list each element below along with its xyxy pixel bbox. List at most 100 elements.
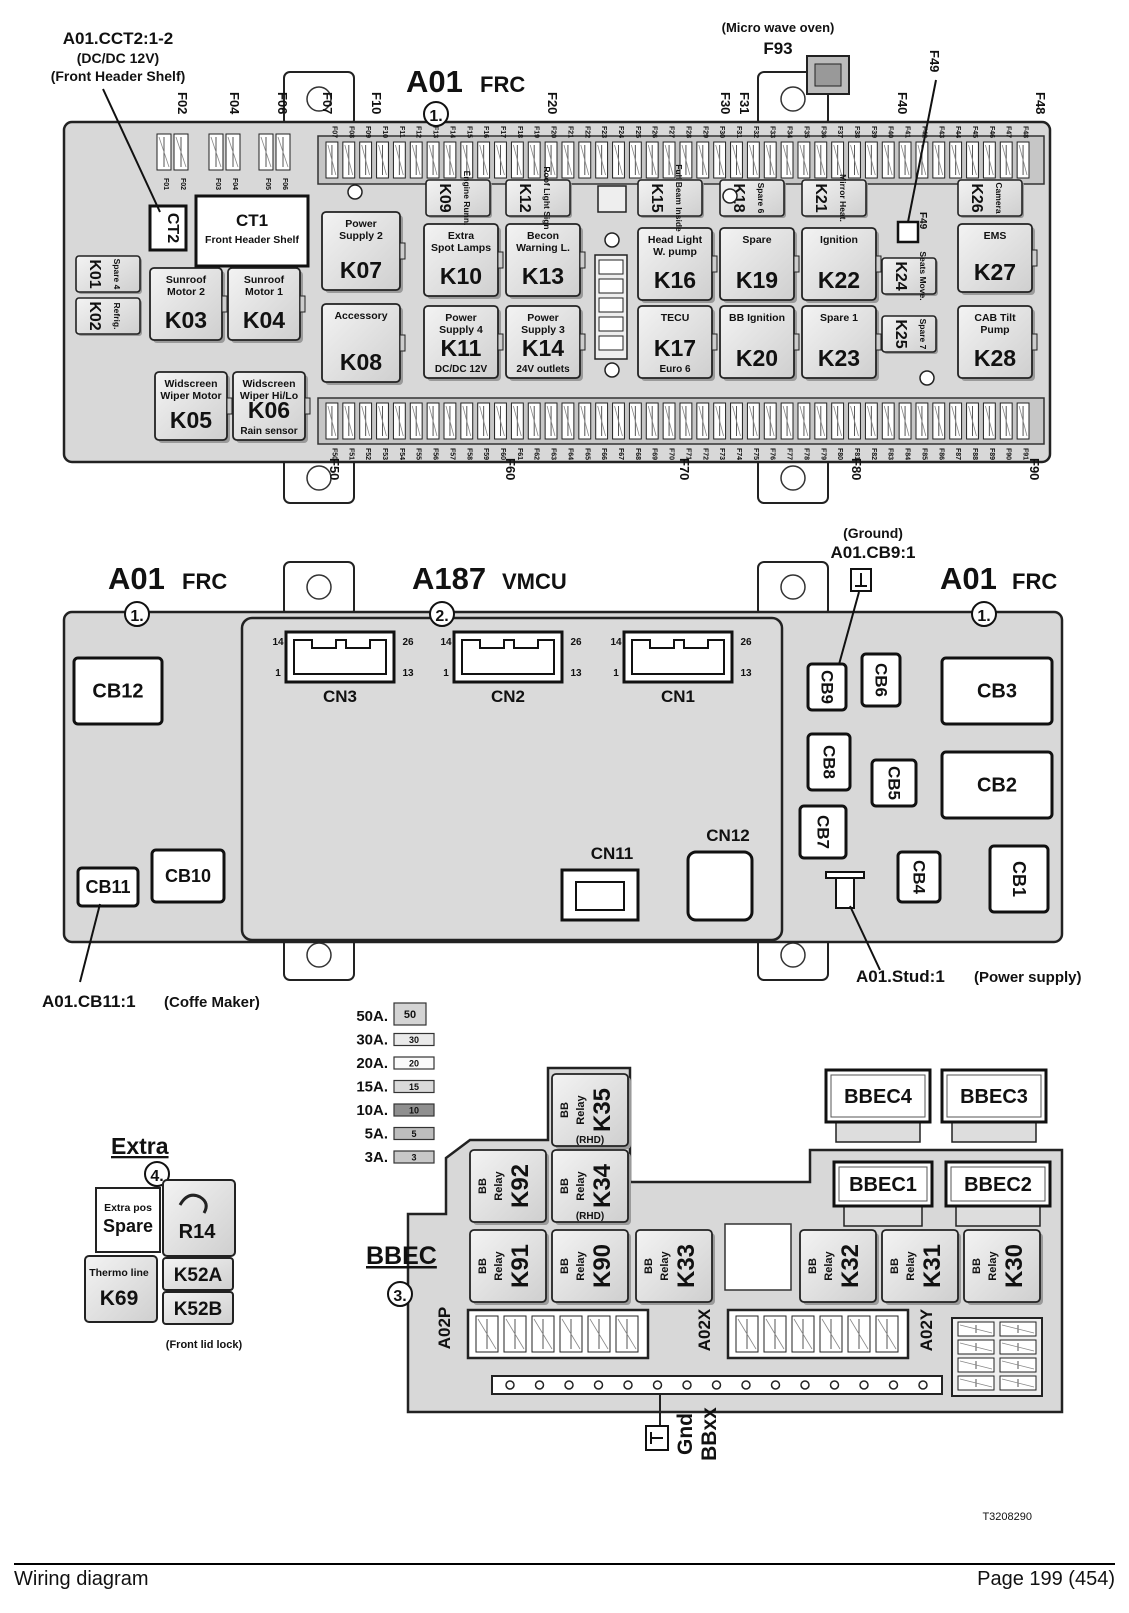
extra-section: Extra 4. Extra pos Spare R14 Thermo line… — [84, 1133, 243, 1351]
fuse-number-label: F69 — [651, 448, 658, 460]
fuse-slot — [1016, 402, 1030, 440]
relay-code: K03 — [165, 307, 207, 333]
bbec-title: BBEC — [366, 1242, 437, 1270]
cn3-label: CN3 — [323, 687, 357, 706]
bbec-marker: 3. — [393, 1288, 406, 1305]
bbec2-label: BBEC2 — [964, 1174, 1032, 1196]
fuse-slot — [746, 141, 760, 179]
fuse-slot — [612, 141, 625, 179]
screw-icon — [604, 232, 620, 248]
k52a-code: K52A — [174, 1265, 223, 1286]
fuse-slot — [999, 402, 1013, 440]
fuse-number-label: F80 — [836, 448, 843, 460]
fuse-number-label: F82 — [870, 448, 877, 460]
relay-desc: Refrig. — [112, 303, 122, 330]
fuse-number-label: F22 — [583, 126, 590, 138]
relay-desc: Engine Runn. — [462, 171, 472, 226]
fuse-slot — [392, 141, 406, 179]
marker-circle — [429, 601, 455, 627]
legend-chip-text: 5 — [411, 1129, 416, 1139]
relay-code: K19 — [736, 267, 778, 293]
fuse-number-label: F16 — [482, 126, 489, 138]
legend-chip-text: 50 — [404, 1009, 416, 1021]
relay-desc: Spare 1 — [820, 312, 858, 324]
fuse-number-label: F78 — [802, 448, 809, 460]
fuse-number-label: F09 — [364, 126, 371, 138]
fuse-slot — [325, 402, 339, 440]
a02y-label: A02Y — [917, 1308, 936, 1351]
relay-desc: BB — [559, 1102, 571, 1118]
fuse-number-label: F60 — [499, 448, 506, 460]
fuse-number-label: F89 — [988, 448, 995, 460]
bus-hole — [564, 1380, 574, 1390]
strip-fuse — [791, 1315, 815, 1353]
fuse-slot — [612, 402, 625, 440]
fuse-slot — [696, 402, 710, 440]
ct2-code: CT2 — [164, 213, 181, 243]
legend-fuse-chip: 10 — [393, 1103, 435, 1117]
relay-desc: 24V outlets — [516, 364, 570, 375]
fuse-slot — [982, 402, 996, 440]
a02y-fuse — [957, 1357, 995, 1373]
ct1-connector — [194, 194, 310, 268]
strip-fuse — [735, 1315, 759, 1353]
vmcu-title-name: VMCU — [502, 569, 567, 594]
screw-icon — [347, 184, 363, 200]
fuse-group-label: F31 — [737, 92, 752, 114]
fuse-group-label: F02 — [175, 92, 190, 114]
strip-fuses — [475, 1315, 899, 1353]
relay-desc: W. pump — [653, 246, 697, 258]
k52b-code: K52B — [174, 1299, 223, 1320]
relay-code: K26 — [968, 183, 985, 212]
fuse-slot — [763, 141, 777, 179]
relay-desc: Spare — [742, 234, 771, 246]
relay-code: K24 — [892, 261, 909, 290]
relay-code: K02 — [86, 301, 103, 330]
pin-number: 13 — [402, 668, 414, 679]
fuse-slot — [325, 141, 339, 179]
relay-code: K07 — [340, 257, 382, 283]
strip-fuse — [531, 1315, 555, 1353]
cct2-callout-line3: (Front Header Shelf) — [51, 68, 186, 84]
fuse-number-label: F07 — [330, 126, 337, 138]
cb4-connector: CB4 — [896, 850, 942, 904]
screw-icon — [604, 362, 620, 378]
fuse-number-label: F86 — [937, 448, 944, 460]
cb6-label: CB6 — [871, 663, 890, 697]
bus-hole — [505, 1380, 515, 1390]
cb3-connector: CB3 — [940, 656, 1054, 726]
fuse-group-label: F80 — [849, 458, 864, 480]
cb11-callout-desc: (Coffe Maker) — [164, 994, 260, 1011]
cb7-connector: CB7 — [798, 804, 848, 860]
relay-desc: Sunroof — [244, 274, 285, 286]
pin-number: 26 — [402, 637, 414, 648]
cb2-label: CB2 — [977, 775, 1017, 797]
legend-chip-text: 15 — [409, 1082, 419, 1092]
fuse-number-label: F74 — [735, 448, 742, 460]
fuse-number-label: F05 — [264, 178, 271, 190]
strip-fuse — [763, 1315, 787, 1353]
fuse-slot — [494, 402, 507, 440]
cn12-label: CN12 — [706, 826, 749, 845]
relay-desc: EMS — [984, 230, 1007, 242]
cb4-label: CB4 — [909, 860, 928, 895]
relay-desc: Power — [445, 312, 477, 324]
top-board-title-name: FRC — [480, 72, 525, 97]
fuse-slot — [898, 141, 912, 179]
a02p-label: A02P — [435, 1307, 454, 1350]
fuse-number-label: F91 — [1022, 448, 1029, 460]
fuse-slot — [510, 141, 524, 179]
bus-hole — [711, 1380, 722, 1390]
legend-amp-label: 50A. — [356, 1008, 388, 1025]
cb7-label: CB7 — [813, 815, 832, 849]
bbxx-label: BBxx — [698, 1407, 721, 1461]
ground-leader-line — [837, 591, 860, 669]
strip-fuse — [819, 1315, 843, 1353]
cn1-label: CN1 — [661, 687, 695, 706]
k52b-relay — [162, 1291, 234, 1325]
